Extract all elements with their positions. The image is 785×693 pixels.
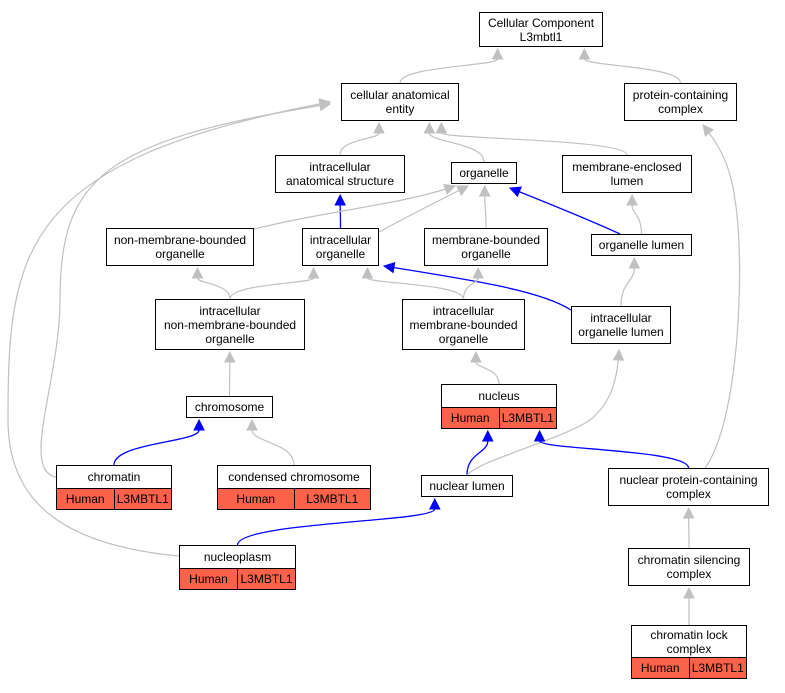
edge-inmbo-to-nmbo (196, 277, 231, 300)
edge-nucleus-to-imbo (475, 361, 500, 385)
edge-mel-to-cae-arrowhead (435, 121, 448, 134)
edge-cae-to-root-arrowhead (491, 47, 504, 60)
species-cell: Human (57, 489, 114, 509)
edge-ol-to-org (509, 187, 621, 235)
edge-np-to-nl-arrowhead (428, 497, 441, 510)
edge-imbo-to-io-arrowhead (361, 266, 374, 279)
edge-chromatin-to-chromosome-arrowhead (193, 418, 205, 431)
edge-npcc-to-pcc (702, 124, 741, 469)
term-node-npcc[interactable]: nuclear protein-containing complex (608, 468, 769, 506)
edge-chromatin-to-chromosome (113, 429, 200, 466)
edge-ias-to-cae (339, 132, 380, 156)
edge-csc-to-npcc-arrowhead (682, 506, 695, 519)
term-node-clc[interactable]: chromatin lock complex (631, 625, 747, 658)
gene-cell: L3MBTL1 (688, 658, 746, 678)
edge-inmbo-to-io-arrowhead (307, 266, 320, 279)
species-cell: Human (218, 489, 294, 509)
term-node-org[interactable]: organelle (451, 162, 517, 184)
edge-pcc-to-root-arrowhead (578, 47, 591, 60)
edge-nucleus-to-imbo-arrowhead (470, 350, 482, 363)
term-node-io[interactable]: intracellular organelle (302, 228, 379, 266)
edge-io-to-ias-arrowhead (334, 193, 346, 206)
edge-pcc-to-root (583, 58, 682, 84)
term-node-nucleus[interactable]: nucleus (441, 384, 557, 408)
edge-mbo-to-org (484, 195, 487, 229)
edge-ol-to-mel-arrowhead (626, 193, 638, 206)
edge-chromatin-to-cae (40, 103, 331, 478)
term-node-pcc[interactable]: protein-containing complex (624, 83, 737, 121)
species-cell: Human (442, 408, 499, 428)
term-node-cae[interactable]: cellular anatomical entity (341, 83, 459, 121)
edge-npcc-to-nucleus (538, 440, 690, 469)
edge-mel-to-cae (440, 132, 628, 156)
edge-org-to-cae-arrowhead (423, 121, 436, 134)
edge-io-to-org-arrowhead (456, 185, 469, 196)
term-node-np[interactable]: nucleoplasm (179, 545, 296, 569)
edge-imbo-to-mbo-arrowhead (472, 266, 484, 279)
edge-iol-to-ol (620, 267, 635, 307)
species-cell: Human (180, 569, 237, 589)
edge-cae-to-root (399, 58, 499, 84)
edge-iol-to-io-arrowhead (382, 261, 396, 274)
edge-org-to-cae (428, 132, 485, 163)
term-node-root[interactable]: Cellular Component L3mbtl1 (479, 12, 603, 47)
edge-ol-to-mel (631, 204, 643, 235)
edge-iol-to-io (383, 265, 572, 311)
edge-np-to-cae-arrowhead (318, 98, 332, 110)
edge-nl-to-iol (466, 349, 620, 476)
edge-imbo-to-mbo (462, 277, 479, 300)
gene-cell: L3MBTL1 (293, 489, 370, 509)
term-node-iol[interactable]: intracellular organelle lumen (571, 306, 671, 344)
term-node-nl[interactable]: nuclear lumen (421, 475, 513, 497)
term-node-nmbo[interactable]: non-membrane-bounded organelle (106, 228, 254, 266)
term-node-mbo[interactable]: membrane-bounded organelle (424, 228, 548, 266)
term-node-ias[interactable]: intracellular anatomical structure (275, 155, 405, 193)
edge-nmbo-to-org (249, 185, 456, 231)
edge-inmbo-to-io (229, 277, 315, 300)
edge-mbo-to-org-arrowhead (478, 184, 491, 197)
term-node-cond[interactable]: condensed chromosome (217, 465, 371, 489)
term-node-csc[interactable]: chromatin silencing complex (628, 548, 750, 586)
edge-np-to-nl (236, 508, 436, 546)
edge-imbo-to-io (366, 277, 465, 300)
term-node-imbo[interactable]: intracellular membrane-bounded organelle (402, 299, 525, 350)
gene-cell: L3MBTL1 (237, 569, 295, 589)
edge-cond-to-chromosome-arrowhead (246, 418, 258, 431)
term-node-chromosome[interactable]: chromosome (186, 396, 273, 418)
edge-iol-to-ol-arrowhead (628, 256, 641, 269)
edge-inmbo-to-nmbo-arrowhead (191, 266, 204, 279)
edge-clc-to-csc-arrowhead (683, 586, 695, 599)
term-node-chromatin[interactable]: chromatin (56, 465, 172, 489)
edge-ias-to-cae-arrowhead (373, 121, 385, 134)
edge-nmbo-to-org-arrowhead (443, 183, 457, 195)
term-node-inmbo[interactable]: intracellular non-membrane-bounded organ… (155, 299, 305, 350)
term-node-mel[interactable]: membrane-enclosed lumen (562, 155, 692, 193)
species-cell: Human (632, 658, 689, 678)
edge-np-to-cae (7, 101, 331, 557)
gene-cell: L3MBTL1 (498, 408, 556, 428)
edge-npcc-to-pcc-arrowhead (702, 124, 715, 137)
gene-cell: L3MBTL1 (113, 489, 171, 509)
edge-nl-to-nucleus-arrowhead (481, 429, 494, 442)
edge-cond-to-chromosome (251, 429, 295, 466)
edge-nl-to-nucleus (466, 440, 489, 476)
edge-chromosome-to-inmbo-arrowhead (224, 350, 236, 363)
term-node-ol[interactable]: organelle lumen (591, 234, 692, 256)
edge-nl-to-iol-arrowhead (612, 348, 625, 361)
edge-npcc-to-nucleus-arrowhead (533, 429, 546, 442)
edge-ol-to-org-arrowhead (508, 186, 522, 198)
